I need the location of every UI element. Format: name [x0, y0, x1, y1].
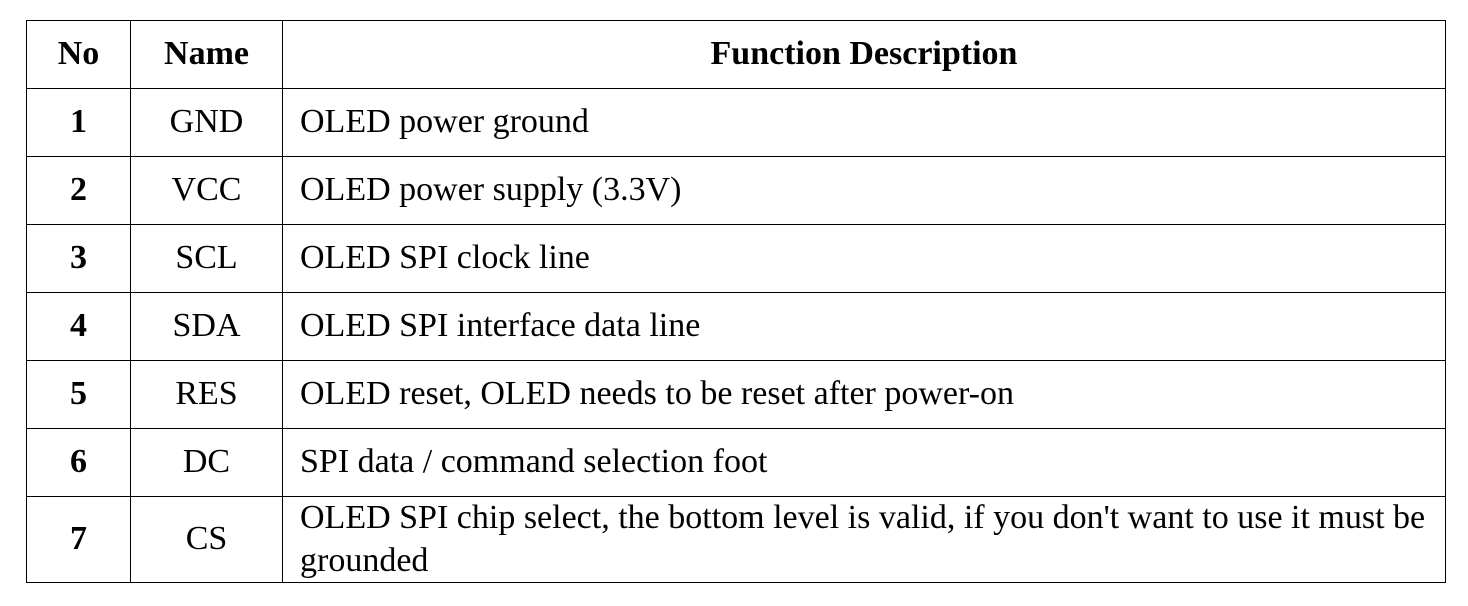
table-row: 2 VCC OLED power supply (3.3V) — [26, 156, 1446, 225]
table-row: 6 DC SPI data / command selection foot — [26, 428, 1446, 497]
pin-number: 7 — [26, 496, 131, 583]
pin-description: OLED reset, OLED needs to be reset after… — [282, 360, 1446, 429]
pin-number: 4 — [26, 292, 131, 361]
table-header-row: No Name Function Description — [26, 20, 1446, 89]
pin-function-table: No Name Function Description 1 GND OLED … — [26, 20, 1446, 583]
pin-name: GND — [130, 88, 283, 157]
header-name: Name — [130, 20, 283, 89]
pin-name: SCL — [130, 224, 283, 293]
pin-description: OLED SPI interface data line — [282, 292, 1446, 361]
pin-description: OLED power supply (3.3V) — [282, 156, 1446, 225]
pin-description: OLED power ground — [282, 88, 1446, 157]
table-row: 5 RES OLED reset, OLED needs to be reset… — [26, 360, 1446, 429]
pin-name: DC — [130, 428, 283, 497]
table-row: 1 GND OLED power ground — [26, 88, 1446, 157]
pin-description: OLED SPI clock line — [282, 224, 1446, 293]
pin-number: 1 — [26, 88, 131, 157]
header-function-description: Function Description — [282, 20, 1446, 89]
pin-name: RES — [130, 360, 283, 429]
table-row: 4 SDA OLED SPI interface data line — [26, 292, 1446, 361]
table-row: 7 CS OLED SPI chip select, the bottom le… — [26, 496, 1446, 583]
table-row: 3 SCL OLED SPI clock line — [26, 224, 1446, 293]
pin-number: 6 — [26, 428, 131, 497]
header-no: No — [26, 20, 131, 89]
pin-name: CS — [130, 496, 283, 583]
pin-number: 3 — [26, 224, 131, 293]
pin-name: VCC — [130, 156, 283, 225]
pin-name: SDA — [130, 292, 283, 361]
pin-number: 5 — [26, 360, 131, 429]
pin-description: SPI data / command selection foot — [282, 428, 1446, 497]
pin-number: 2 — [26, 156, 131, 225]
pin-description: OLED SPI chip select, the bottom level i… — [282, 496, 1446, 583]
